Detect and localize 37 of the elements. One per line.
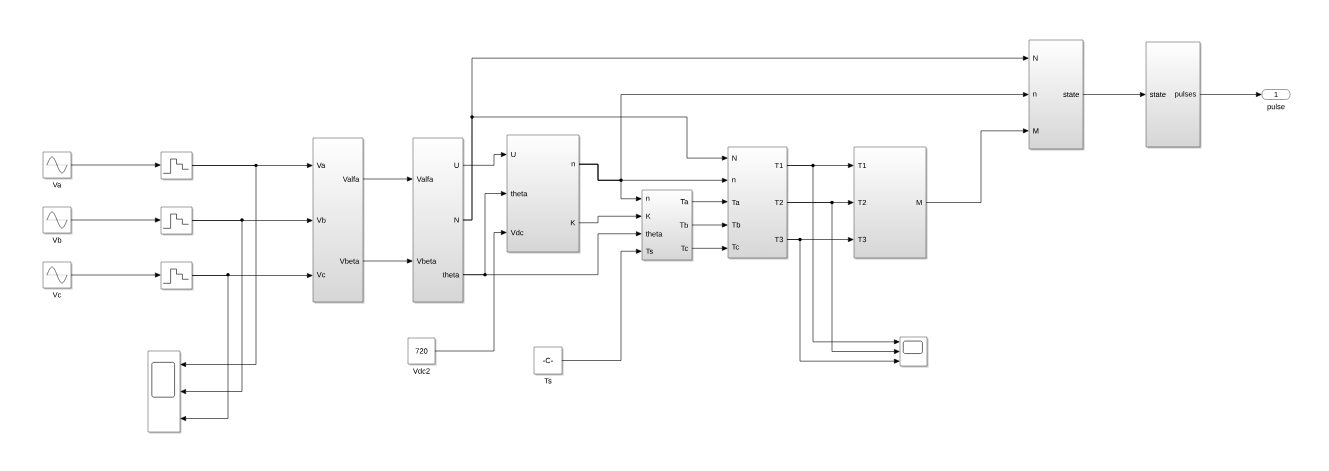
subsystem-block bbox=[1145, 41, 1202, 149]
signal-arrow bbox=[691, 199, 728, 205]
signal-arrow bbox=[578, 92, 1029, 181]
subsystem-block bbox=[727, 146, 789, 260]
zero-order-hold-block bbox=[160, 206, 194, 236]
signal-arrow bbox=[70, 217, 161, 223]
signal-arrow bbox=[180, 275, 229, 421]
signal-arrow bbox=[691, 245, 728, 251]
signal-arrow bbox=[925, 128, 1029, 203]
subsystem-block bbox=[1028, 39, 1085, 151]
signal-arrow bbox=[462, 231, 642, 275]
scope-block bbox=[899, 336, 929, 368]
signal-arrow bbox=[786, 165, 900, 345]
signal-arrow bbox=[1199, 92, 1262, 97]
signal-arrow bbox=[434, 230, 507, 352]
signal-arrow bbox=[561, 248, 642, 361]
signal-arrow bbox=[691, 222, 728, 228]
signal-arrow bbox=[786, 239, 900, 364]
signal-arrow bbox=[462, 152, 507, 166]
subsystem-block bbox=[853, 146, 928, 260]
signal-arrow bbox=[180, 220, 243, 394]
signal-arrow bbox=[70, 272, 161, 278]
subsystem-block bbox=[506, 134, 581, 254]
signal-arrow bbox=[70, 162, 161, 168]
signal-arrow bbox=[578, 213, 642, 224]
zero-order-hold-block bbox=[160, 261, 194, 291]
subsystem-block bbox=[412, 137, 465, 304]
signal-arrow bbox=[180, 165, 257, 367]
signal-arrow bbox=[1082, 92, 1146, 97]
subsystem-block bbox=[312, 137, 365, 304]
zero-order-hold-block bbox=[160, 151, 194, 181]
subsystem-block bbox=[641, 189, 694, 262]
signal-arrow bbox=[362, 258, 413, 264]
scope-block bbox=[147, 350, 182, 434]
signal-arrow bbox=[786, 202, 900, 354]
signal-arrow bbox=[362, 176, 413, 182]
signal-arrow bbox=[462, 116, 728, 221]
